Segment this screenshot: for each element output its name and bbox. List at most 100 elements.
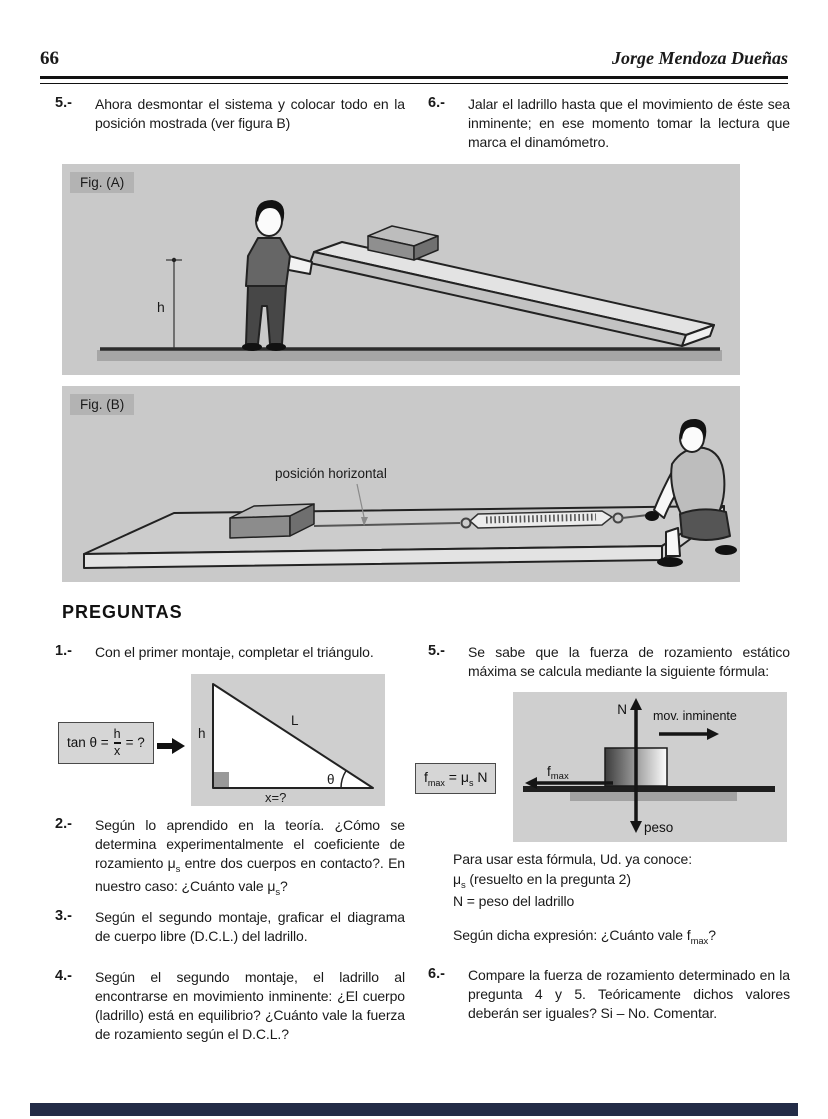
question-text: Según el segundo montaje, el ladrillo al… [95,969,405,1043]
note-line: Según dicha expresión: ¿Cuánto vale fmax… [453,927,716,947]
shoe [657,557,683,567]
note-line: Para usar esta fórmula, Ud. ya conoce: [453,851,692,867]
question-5-conclusion: Según dicha expresión: ¿Cuánto vale fmax… [453,926,788,948]
question-text: Según el segundo montaje, graficar el di… [95,909,405,945]
surface-shadow [570,792,737,801]
right-angle-marker [214,772,229,787]
formula-rhs: = ? [125,735,145,751]
movement-label: mov. inminente [653,709,737,723]
shirt [245,237,291,287]
leg [665,527,681,557]
header-rule-thin [40,83,788,84]
question-4: 4.- Según el segundo montaje, el ladrill… [55,968,405,1044]
fmax-formula-box: fmax = μs N [415,763,497,794]
side-h-label: h [198,726,206,741]
figure-a-panel: Fig. (A) [62,164,740,375]
spring-hatch [485,513,597,524]
question-number: 2.- [55,816,72,832]
shorts [679,508,731,541]
weight-label: peso [644,820,673,835]
question-3: 3.- Según el segundo montaje, graficar e… [55,908,405,946]
leader-arrowhead [361,517,368,526]
figure-b-illustration: posición horizontal [83,418,737,569]
ground-strip [97,350,722,361]
question-6: 6.- Compare la fuerza de rozamiento dete… [428,966,790,1023]
question-5: 5.- Se sabe que la fuerza de rozamiento … [428,643,790,681]
surface-line [523,786,775,792]
hypotenuse-label: L [291,713,299,728]
questions-heading: PREGUNTAS [62,602,183,622]
formula-lhs: tan θ = [67,735,109,751]
instruction-text: Jalar el ladrillo hasta que el movimient… [468,96,790,151]
fraction-numerator: h [113,727,121,741]
hook [460,517,472,529]
vertical-force-arrow [630,698,642,833]
hair [255,200,285,222]
hand [645,511,659,521]
instruction-6: 6.- Jalar el ladrillo hasta que el movim… [428,95,790,152]
triangle-figure: h L θ x=? [191,674,385,806]
pants [245,285,287,345]
horizontal-board [83,505,725,569]
right-triangle [212,683,374,789]
movement-arrow [659,728,719,740]
fbd-svg: N mov. inminente fmax peso [523,698,775,835]
question-text: Compare la fuerza de rozamiento determin… [468,967,790,1022]
height-label: h [157,299,165,315]
question-number: 5.- [428,643,445,659]
triangle-svg: h L θ x=? [198,683,374,805]
free-body-diagram: N mov. inminente fmax peso [513,692,787,842]
instruction-text: Ahora desmontar el sistema y colocar tod… [95,96,405,132]
fraction-bar [113,742,121,744]
fraction: h x [113,727,121,758]
figure-b-label: Fig. (B) [70,394,135,415]
note-line: N = peso del ladrillo [453,893,575,910]
footer-bar [30,1103,798,1116]
question-number: 3.- [55,908,72,924]
instruction-5: 5.- Ahora desmontar el sistema y colocar… [55,95,405,133]
hair [679,418,707,440]
height-dimension: h [157,257,182,348]
instruction-number: 6.- [428,95,445,111]
figure-a-illustration: h [97,200,722,361]
question-1: 1.- Con el primer montaje, completar el … [55,643,405,662]
question-text: Se sabe que la fuerza de rozamiento está… [468,644,790,680]
instruction-number: 5.- [55,95,72,111]
crouching-person [645,418,737,567]
header-rule-thick [40,76,788,79]
inclined-plank [309,241,715,347]
leader-line [356,483,365,518]
annotation: posición horizontal [275,466,387,526]
normal-label: N [617,702,627,717]
angle-arc [340,770,347,789]
standing-person [242,200,313,351]
question-text: Con el primer montaje, completar el triá… [95,644,374,660]
cord [313,522,461,527]
page-author: Jorge Mendoza Dueñas [611,48,788,68]
figure-b-panel: Fig. (B) [62,386,740,582]
question-text: Según lo aprendido en la teoría. ¿Cómo s… [95,817,405,898]
question-number: 4.- [55,968,72,984]
friction-arrow [525,777,613,789]
dynamometer-assembly [313,510,649,529]
fmax-formula: fmax = μs N [424,769,488,788]
right-arrow-icon [157,738,185,754]
tan-formula-box: tan θ = h x = ? [58,722,154,764]
fraction-denominator: x [114,743,121,758]
brick [229,503,315,539]
friction-label: fmax [547,764,569,782]
shoe [715,545,737,555]
figure-a-label: Fig. (A) [70,172,135,193]
shoe [266,343,286,351]
brick [367,225,439,261]
shoe [242,343,262,351]
base-label: x=? [265,790,286,805]
question-number: 1.- [55,643,72,659]
annotation-text: posición horizontal [275,466,387,481]
note-line: μs (resuelto en la pregunta 2) [453,870,631,891]
angle-label: θ [327,772,335,787]
cord [621,514,649,519]
question-5-notes: Para usar esta fórmula, Ud. ya conoce: μ… [453,850,788,912]
question-number: 6.- [428,966,445,982]
